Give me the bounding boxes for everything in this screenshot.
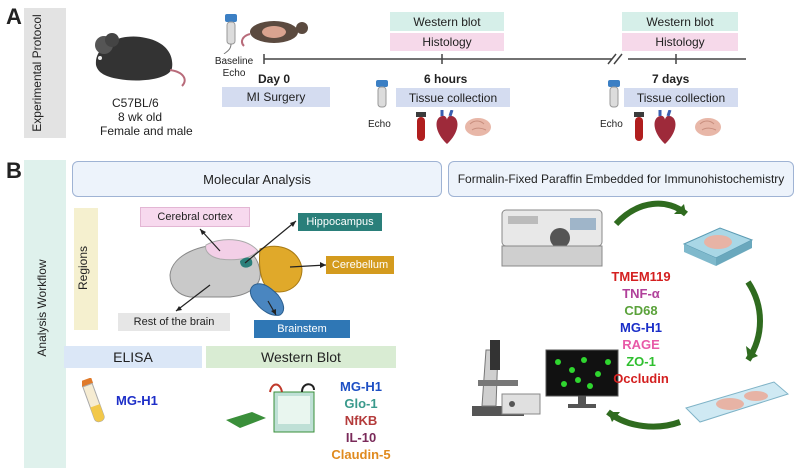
day0-label: Day 0: [258, 72, 291, 86]
cerebral-cortex-label: Cerebral cortex: [140, 207, 250, 227]
microscope-icon: [472, 340, 524, 416]
western-blot-header: Western Blot: [206, 346, 396, 368]
camera-controller-icon: [501, 393, 541, 415]
regions-bar: [74, 208, 98, 330]
tissue-cassette-icon: [682, 227, 754, 266]
ihc-marker: TMEM119: [611, 269, 671, 284]
tissue-collection-box-7d: Tissue collection: [624, 88, 738, 107]
timepoint-6h-label: 6 hours: [424, 72, 468, 86]
elisa-header: ELISA: [64, 346, 202, 368]
mouse-supine-illustration: [241, 21, 308, 47]
western-blot-box-7d: Western blot: [622, 12, 738, 31]
wb-marker: Glo-1: [344, 396, 378, 411]
mouse-age: 8 wk old: [118, 110, 163, 124]
timepoint-7d-label: 7 days: [652, 72, 690, 86]
molecular-analysis-header: Molecular Analysis: [72, 161, 442, 197]
elisa-marker: MG-H1: [116, 393, 158, 408]
blood-tube-icon: [634, 112, 644, 141]
echo-label-7d: Echo: [600, 119, 623, 130]
ihc-marker-list: TMEM119 TNF-α CD68 MG-H1 RAGE ZO-1 Occlu…: [596, 268, 686, 387]
baseline-echo-label: Baseline Echo: [214, 56, 254, 79]
regions-label: Regions: [76, 245, 90, 291]
brain-icon: [465, 118, 491, 136]
echo-probe-icon: [376, 80, 388, 108]
slide-icon: [685, 381, 790, 423]
heart-icon: [436, 110, 458, 144]
wb-marker: NfKB: [344, 413, 378, 428]
tissue-collection-box-6h: Tissue collection: [396, 88, 510, 107]
western-blot-marker-list: MG-H1 Glo-1 NfKB IL-10 Claudin-5: [326, 378, 396, 463]
histology-box-7d: Histology: [622, 33, 738, 51]
blood-tube-icon: [416, 112, 426, 141]
ihc-marker: RAGE: [622, 337, 660, 352]
ihc-marker: TNF-α: [622, 286, 660, 301]
wb-marker: MG-H1: [340, 379, 382, 394]
rest-of-brain-label: Rest of the brain: [118, 313, 230, 331]
mouse-illustration: [95, 33, 186, 87]
panel-a-letter: A: [6, 4, 22, 29]
echo-label-6h: Echo: [368, 119, 391, 130]
ffpe-header: Formalin-Fixed Paraffin Embedded for Imm…: [448, 161, 794, 197]
ihc-marker: CD68: [624, 303, 658, 318]
test-tube-icon: [82, 378, 105, 423]
heart-icon: [654, 110, 676, 144]
panel-b-side-bar: [24, 160, 66, 468]
panel-b-side-label: Analysis Workflow: [35, 259, 49, 357]
echo-probe-icon: [223, 14, 237, 54]
western-blot-apparatus-icon: [226, 383, 315, 433]
brain-icon: [695, 118, 721, 136]
cerebellum-label: Cerebellum: [326, 256, 394, 274]
panel-a-side-label: Experimental Protocol: [30, 14, 44, 132]
mouse-strain: C57BL/6: [112, 96, 159, 110]
wb-marker: IL-10: [345, 430, 377, 445]
monitor-image-icon: [545, 349, 619, 408]
mouse-sex: Female and male: [100, 124, 193, 138]
ihc-cycle-arrows: [606, 200, 763, 430]
echo-probe-icon: [608, 80, 620, 108]
ihc-marker: MG-H1: [620, 320, 662, 335]
timeline: [263, 53, 746, 65]
brain-regions-diagram: [169, 220, 327, 316]
histology-box-6h: Histology: [390, 33, 504, 51]
microtome-icon: [501, 209, 603, 267]
hippocampus-label: Hippocampus: [298, 213, 382, 231]
western-blot-box-6h: Western blot: [390, 12, 504, 31]
brainstem-label: Brainstem: [254, 320, 350, 338]
ihc-marker: ZO-1: [626, 354, 656, 369]
wb-marker: Claudin-5: [331, 447, 391, 462]
panel-b-letter: B: [6, 158, 22, 183]
panel-a-side-bar: [24, 8, 66, 138]
ihc-marker: Occludin: [613, 371, 669, 386]
mi-surgery-box: MI Surgery: [222, 87, 330, 107]
